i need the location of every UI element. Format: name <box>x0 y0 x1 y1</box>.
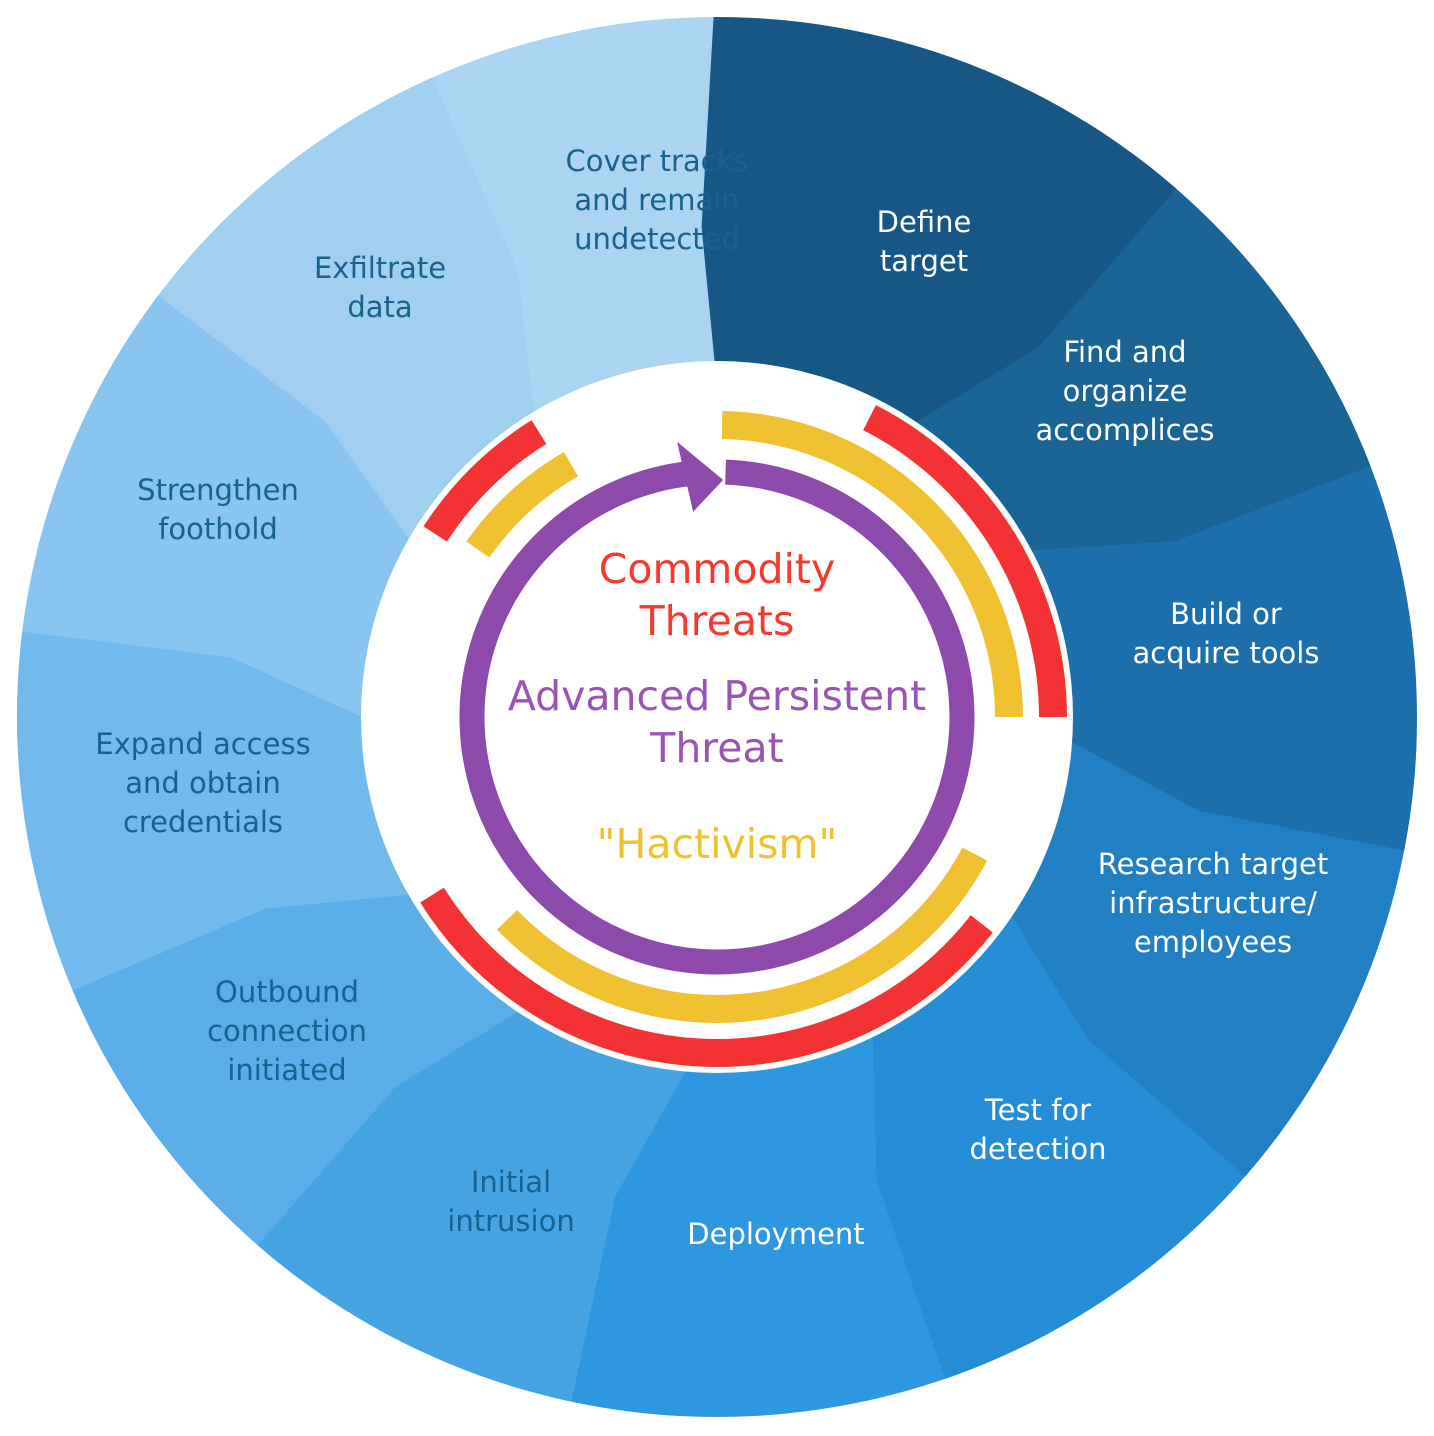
step-label-line: credentials <box>123 805 283 839</box>
segment-find-accomplices <box>891 72 1417 552</box>
step-label-line: foothold <box>158 512 278 546</box>
step-label-line: Define <box>877 205 972 239</box>
step-label-line: Find and <box>1063 335 1186 369</box>
commodity-arc-3 <box>420 887 993 1067</box>
step-label-line: Research target <box>1098 847 1328 881</box>
segment-test-detection <box>871 891 1362 1417</box>
step-label-research-target: Research target infrastructure/employees <box>1098 847 1328 959</box>
step-label-find-accomplices: Find and organize accomplices <box>1035 335 1214 447</box>
step-label-line: infrastructure/ <box>1109 886 1317 920</box>
apt-label-line: Threat <box>649 724 783 772</box>
commodity-threats-label-line: Threats <box>639 597 795 645</box>
segment-research-target <box>996 718 1417 1216</box>
hactivism-label-line: "Hactivism" <box>597 820 838 868</box>
apt-label-line: Advanced Persistent <box>508 672 926 720</box>
step-label-outbound-connection: Outbound connection initiated <box>207 975 367 1087</box>
step-label-line: data <box>347 290 412 324</box>
threat-arcs <box>420 405 1067 1067</box>
step-label-define-target: Define target <box>877 205 972 278</box>
step-label-line: target <box>880 244 968 278</box>
step-label-line: Test for <box>984 1093 1091 1127</box>
step-label-build-tools: Build or acquire tools <box>1133 597 1320 670</box>
step-label-line: and remain <box>574 183 739 217</box>
step-label-line: Cover tracks <box>565 144 748 178</box>
step-label-initial-intrusion: Initial intrusion <box>447 1165 574 1238</box>
commodity-threats-label-line: Commodity <box>599 545 835 593</box>
segment-outbound-connection <box>17 891 543 1362</box>
step-label-line: Exfiltrate <box>314 251 446 285</box>
commodity-arc-5 <box>423 420 547 542</box>
step-label-cover-tracks: Cover tracks and remain undetected <box>565 144 748 256</box>
step-label-strengthen-foothold: Strengthen foothold <box>137 473 299 546</box>
commodity-arc-1 <box>863 405 1067 718</box>
step-label-line: initiated <box>227 1053 346 1087</box>
hactivism-arc-4 <box>466 451 579 558</box>
step-label-line: Initial <box>471 1165 551 1199</box>
step-label-line: intrusion <box>447 1204 574 1238</box>
step-label-line: employees <box>1134 925 1292 959</box>
step-label-line: Expand access <box>95 727 310 761</box>
step-label-expand-access: Expand access and obtain credentials <box>95 727 310 839</box>
step-label-exfiltrate-data: Exfiltrate data <box>314 251 446 324</box>
step-label-line: Strengthen <box>137 473 299 507</box>
apt-cycle-ring <box>459 459 975 975</box>
hactivism-label: "Hactivism" <box>597 820 838 868</box>
step-label-line: accomplices <box>1035 413 1214 447</box>
step-label-line: Outbound <box>215 975 359 1009</box>
step-label-line: Deployment <box>687 1217 864 1251</box>
hactivism-arc-2 <box>496 847 988 1023</box>
segment-cover-tracks <box>303 17 836 441</box>
step-label-line: detection <box>970 1132 1107 1166</box>
step-label-line: organize <box>1063 374 1188 408</box>
segment-define-target <box>701 17 1216 438</box>
step-label-line: undetected <box>574 222 740 256</box>
apt-cycle-arrowhead-icon <box>677 441 724 512</box>
step-label-line: and obtain <box>125 766 281 800</box>
step-label-test-detection: Test for detection <box>970 1093 1107 1166</box>
step-label-line: connection <box>207 1014 367 1048</box>
step-label-deployment: Deployment <box>687 1217 864 1251</box>
step-label-line: Build or <box>1170 597 1282 631</box>
hactivism-arc-0 <box>721 411 1023 718</box>
step-label-line: acquire tools <box>1133 636 1320 670</box>
